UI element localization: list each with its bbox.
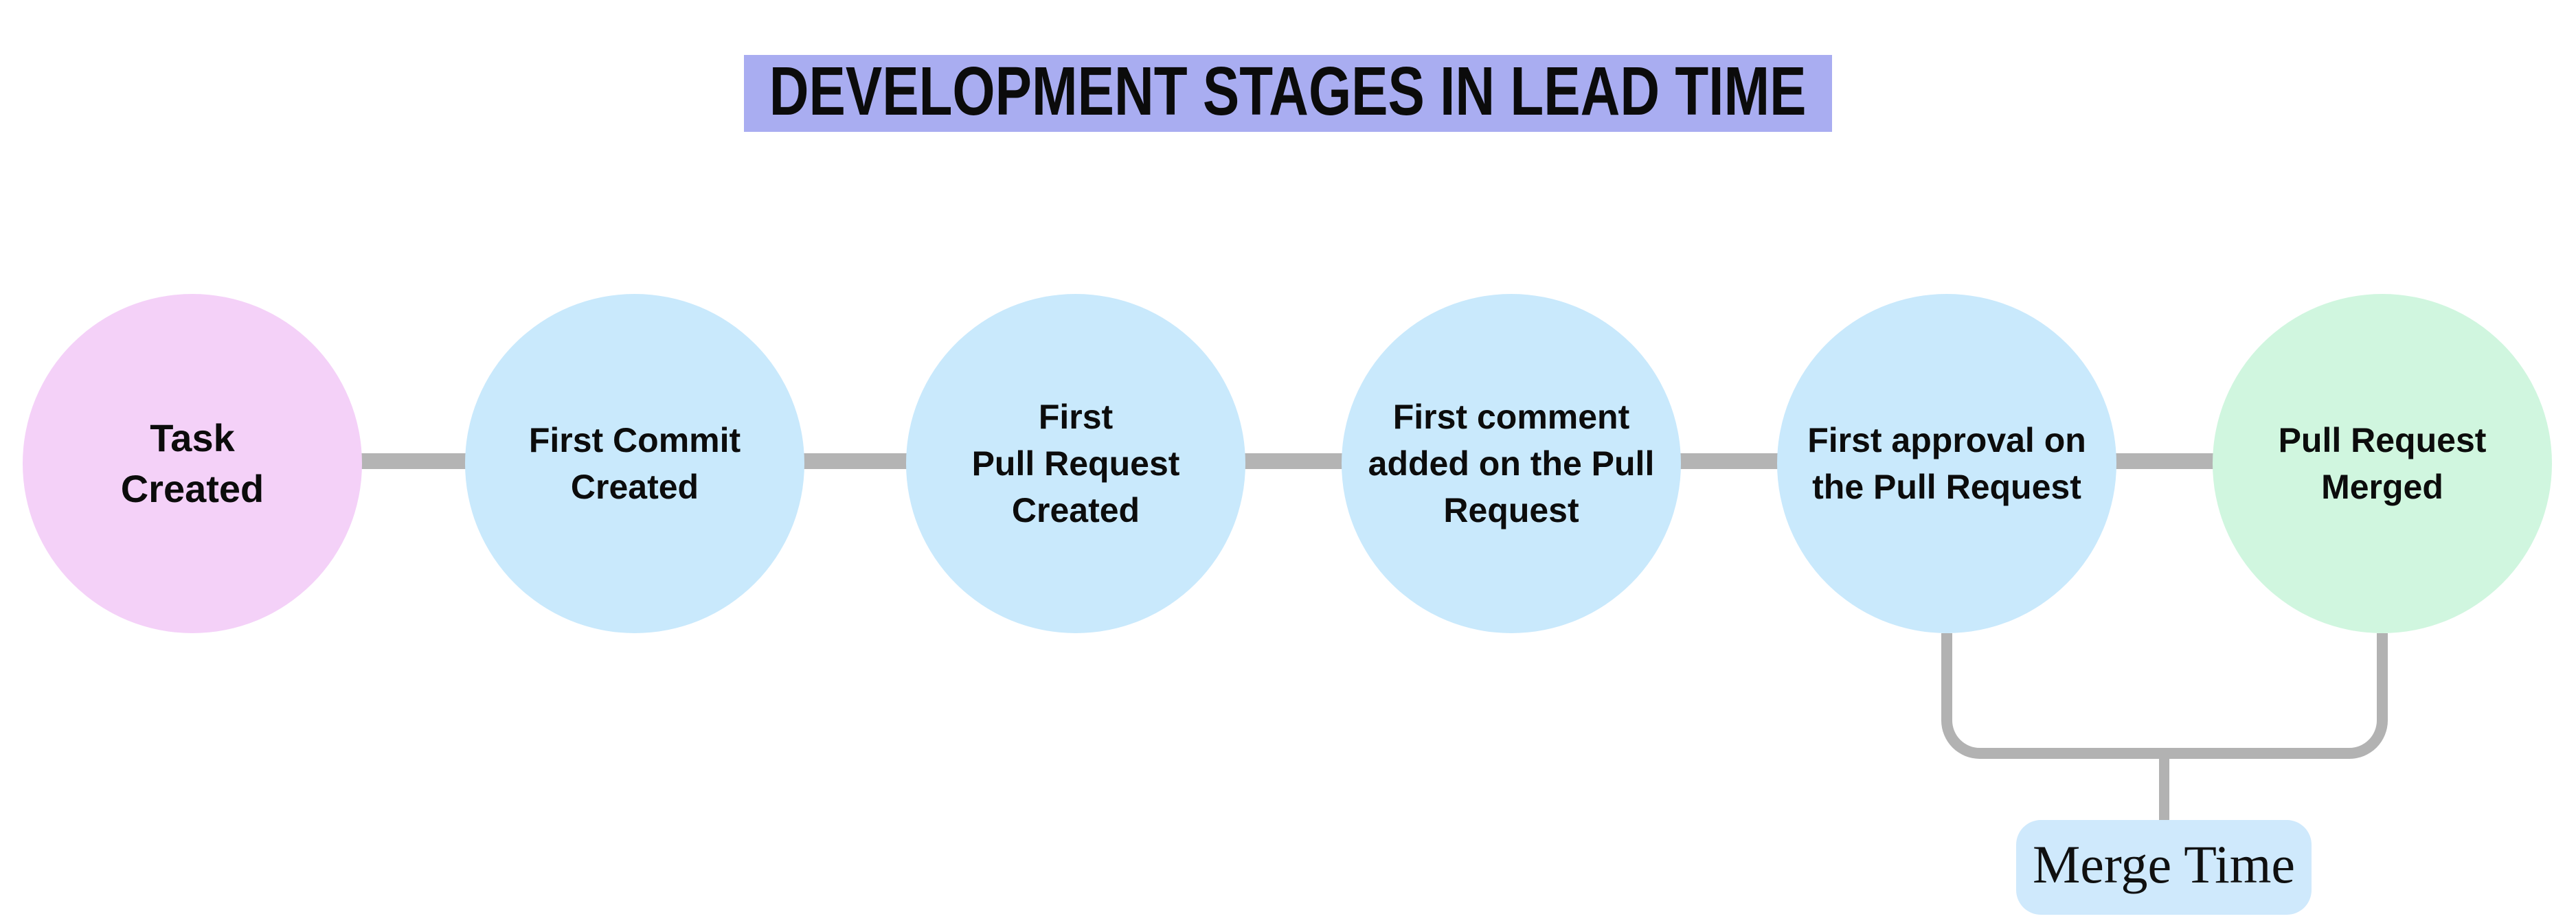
stage-circle-first-commit-created: First Commit Created: [465, 294, 804, 633]
merge-time-label: Merge Time: [2032, 834, 2296, 894]
stage-circle-first-comment-added: First comment added on the Pull Request: [1342, 294, 1681, 633]
stage-label: First approval on the Pull Request: [1807, 421, 2086, 506]
stage-label: Pull Request Merged: [2278, 421, 2487, 506]
stage-label: First comment added on the Pull Request: [1368, 398, 1655, 529]
stage-label: First Commit Created: [528, 421, 741, 506]
merge-time-label-box: Merge Time: [2016, 820, 2312, 915]
merge-time-bracket-stem: [2159, 756, 2169, 823]
page-title: DEVELOPMENT STAGES IN LEAD TIME: [769, 53, 1807, 130]
stage-circle-pull-request-merged: Pull Request Merged: [2213, 294, 2552, 633]
merge-time-bracket: [1941, 633, 2388, 759]
stage-circle-task-created: Task Created: [23, 294, 362, 633]
stage-circle-first-pull-request-created: First Pull Request Created: [906, 294, 1245, 633]
title-banner: DEVELOPMENT STAGES IN LEAD TIME: [744, 55, 1832, 132]
stage-circle-first-approval: First approval on the Pull Request: [1777, 294, 2116, 633]
stage-label: Task Created: [120, 416, 264, 510]
stage-label: First Pull Request Created: [971, 398, 1180, 529]
